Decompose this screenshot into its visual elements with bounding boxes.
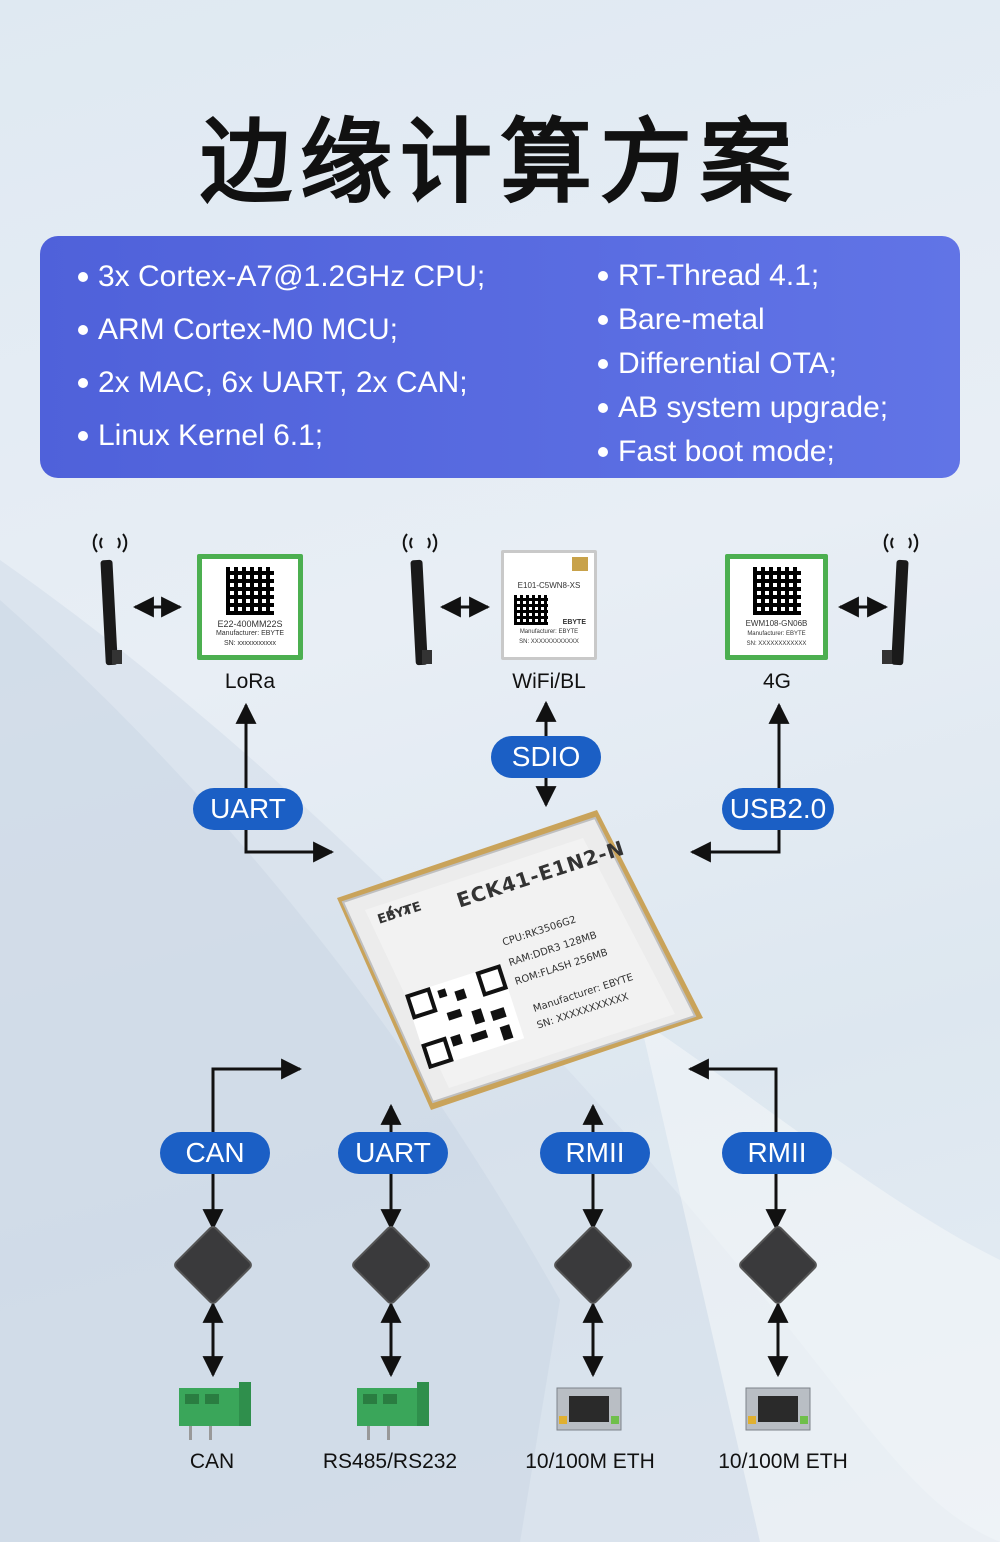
module-mfr: Manufacturer: EBYTE [747,631,806,637]
uart-pill: UART [193,788,303,830]
rj45-jack-icon [556,1387,622,1431]
arrow-uart-lora [235,702,335,863]
spec-item: Linux Kernel 6.1; [76,409,485,462]
rs-port-label: RS485/RS232 [322,1450,458,1473]
rmii-pill-1: RMII [540,1132,650,1174]
main-chip: EBYTE ECK41-E1N2-N CPU:RK3506G2 RAM:DDR3… [335,810,705,1110]
page-title: 边缘计算方案 [199,109,800,216]
module-part: EWM108-GN06B [745,619,808,628]
wifi-module: E101-C5WN8-XS EBYTE Manufacturer: EBYTE … [501,550,597,660]
antenna-icon [402,533,438,666]
module-part: E22-400MM22S [217,619,283,629]
spec-panel: 3x Cortex-A7@1.2GHz CPU; ARM Cortex-M0 M… [40,236,960,478]
antenna-icon [882,533,919,666]
spec-item: ARM Cortex-M0 MCU; [76,303,485,356]
module-mfr: Manufacturer: EBYTE [215,630,285,637]
arrow-can [202,1058,303,1231]
can-port-label: CAN [189,1450,235,1473]
uart-bottom-pill: UART [338,1132,448,1174]
rj45-jack-icon [745,1387,811,1431]
spec-list-right: RT-Thread 4.1; Bare-metal Differential O… [596,254,888,474]
qr-code-icon [752,567,801,615]
usb-pill: USB2.0 [722,788,834,830]
spec-item: RT-Thread 4.1; [596,254,888,298]
wifi-label: WiFi/BL [512,670,586,693]
lora-label: LoRa [224,670,276,693]
4g-label: 4G [762,670,791,693]
spec-item: Fast boot mode; [596,430,888,474]
module-brand: EBYTE [562,619,586,626]
module-mfr: Manufacturer: EBYTE [519,629,579,635]
qr-code-icon [514,595,548,625]
spec-item: AB system upgrade; [596,386,888,430]
module-sn: SN: XXXXXXXXXXXX [746,641,807,647]
arrow-usb [689,702,790,863]
terminal-block-icon [357,1382,429,1440]
wireless-icon [388,905,408,915]
module-sn: SN: XXXXXXXXXXXX [519,639,579,645]
spec-item: Differential OTA; [596,342,888,386]
can-pill: CAN [160,1132,270,1174]
sdio-pill: SDIO [491,736,601,778]
spec-list-left: 3x Cortex-A7@1.2GHz CPU; ARM Cortex-M0 M… [76,250,485,462]
lora-module: E22-400MM22S Manufacturer: EBYTE SN: xxx… [197,554,303,660]
antenna-connector-icon [572,557,588,571]
terminal-block-icon [179,1382,251,1440]
eth-port-label-1: 10/100M ETH [525,1450,655,1473]
spec-item: 2x MAC, 6x UART, 2x CAN; [76,356,485,409]
spec-item: 3x Cortex-A7@1.2GHz CPU; [76,250,485,303]
arrow-rmii-2 [687,1058,787,1231]
module-sn: SN: xxxxxxxxxxx [223,640,277,647]
eth-port-label-2: 10/100M ETH [718,1450,848,1473]
module-part: E101-C5WN8-XS [517,581,581,590]
qr-code-icon [226,567,274,615]
spec-item: Bare-metal [596,298,888,342]
antenna-icon [92,533,128,666]
4g-module: EWM108-GN06B Manufacturer: EBYTE SN: XXX… [725,554,828,660]
rmii-pill-2: RMII [722,1132,832,1174]
qr-code-icon [405,964,525,1070]
chip-body [337,810,703,1110]
